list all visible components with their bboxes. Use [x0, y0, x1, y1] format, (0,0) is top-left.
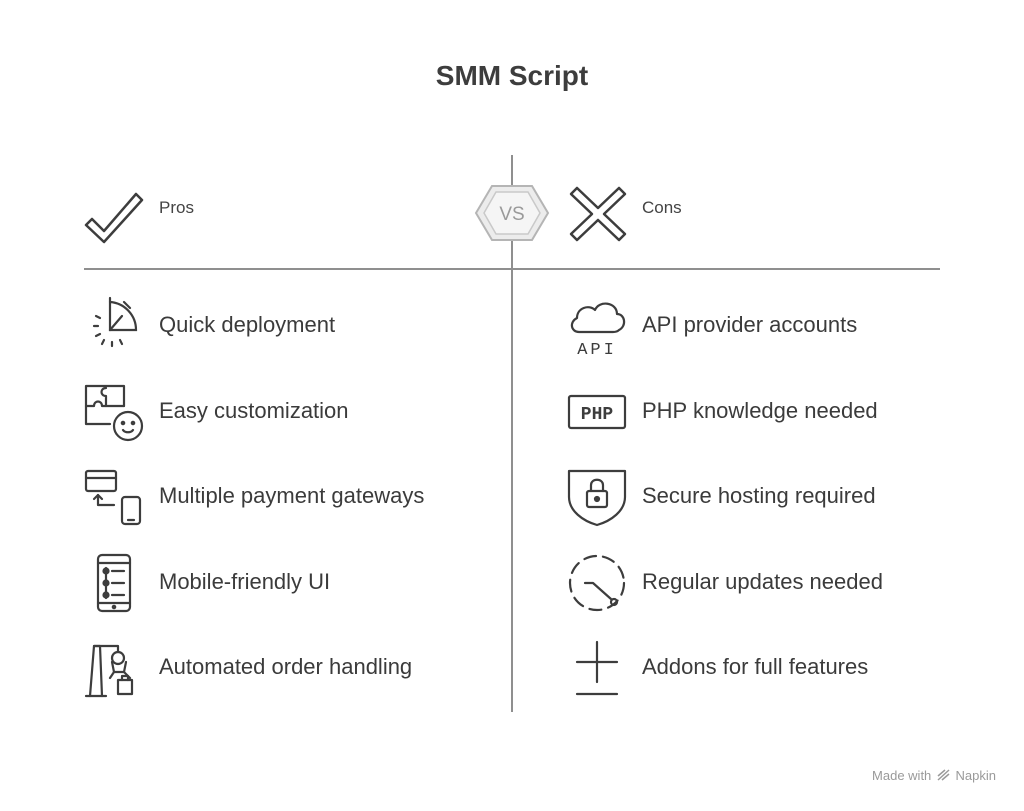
puzzle-face-icon: [84, 384, 144, 442]
stopwatch-icon: [92, 296, 138, 348]
pros-item-label: Quick deployment: [159, 312, 336, 337]
robot-arm-icon: [84, 644, 134, 698]
mobile-list-icon: [96, 553, 132, 613]
pros-item-label: Mobile-friendly UI: [159, 569, 331, 594]
napkin-brand-text: Napkin: [955, 768, 996, 783]
card-to-phone-icon: [84, 469, 142, 526]
vs-badge: VS: [474, 185, 550, 241]
cons-item-label: PHP knowledge needed: [642, 398, 878, 423]
php-icon-text: PHP: [581, 405, 614, 425]
made-with-text: Made with: [872, 768, 932, 783]
header-divider: [84, 268, 940, 270]
pros-header: Pros: [159, 198, 194, 217]
made-with-napkin[interactable]: Made with Napkin: [872, 768, 996, 783]
cons-item-label: Addons for full features: [642, 654, 869, 679]
pros-item-label: Automated order handling: [159, 654, 413, 679]
checkmark-icon: [84, 192, 144, 244]
api-icon-text: API: [577, 341, 617, 360]
center-divider: [511, 155, 513, 712]
cloud-api-icon: API: [570, 302, 626, 360]
plus-minus-icon: [575, 640, 619, 696]
dashed-cycle-icon: [568, 554, 626, 612]
cons-item-label: API provider accounts: [642, 312, 858, 337]
cons-header: Cons: [642, 198, 682, 217]
napkin-logo-icon: [937, 769, 950, 781]
pros-item-label: Easy customization: [159, 398, 349, 423]
cons-item-label: Secure hosting required: [642, 483, 876, 508]
shield-lock-icon: [567, 469, 627, 527]
php-badge-icon: PHP: [567, 394, 627, 430]
cons-item-label: Regular updates needed: [642, 569, 883, 594]
cross-icon: [569, 186, 627, 242]
pros-item-label: Multiple payment gateways: [159, 483, 425, 508]
vs-label: VS: [499, 204, 524, 225]
page-title: SMM Script: [435, 60, 589, 91]
